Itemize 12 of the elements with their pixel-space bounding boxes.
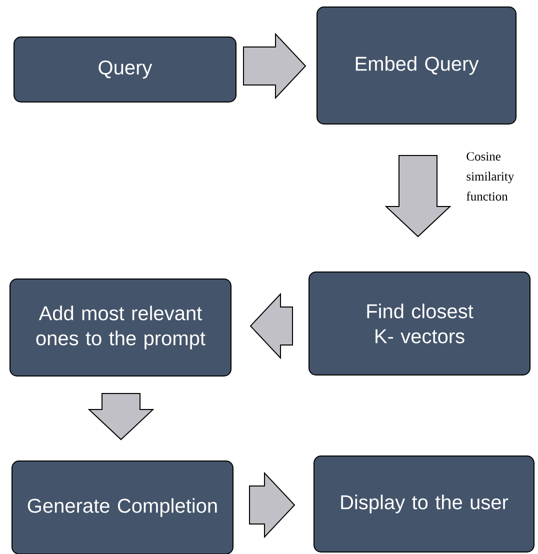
block-arrow	[384, 155, 452, 238]
block-arrow	[88, 393, 154, 440]
process-box: Query	[14, 36, 236, 102]
process-box: Display to the user	[314, 456, 534, 552]
process-box: Embed Query	[316, 6, 516, 124]
process-box: Add most relevant ones to the prompt	[10, 278, 232, 376]
block-arrow	[243, 32, 306, 100]
note-text: Cosine similarity function	[466, 152, 514, 201]
block-arrow	[249, 472, 296, 538]
process-box: Find closest K- vectors	[308, 272, 530, 376]
process-box: Generate Completion	[12, 460, 234, 554]
block-arrow	[250, 292, 293, 360]
